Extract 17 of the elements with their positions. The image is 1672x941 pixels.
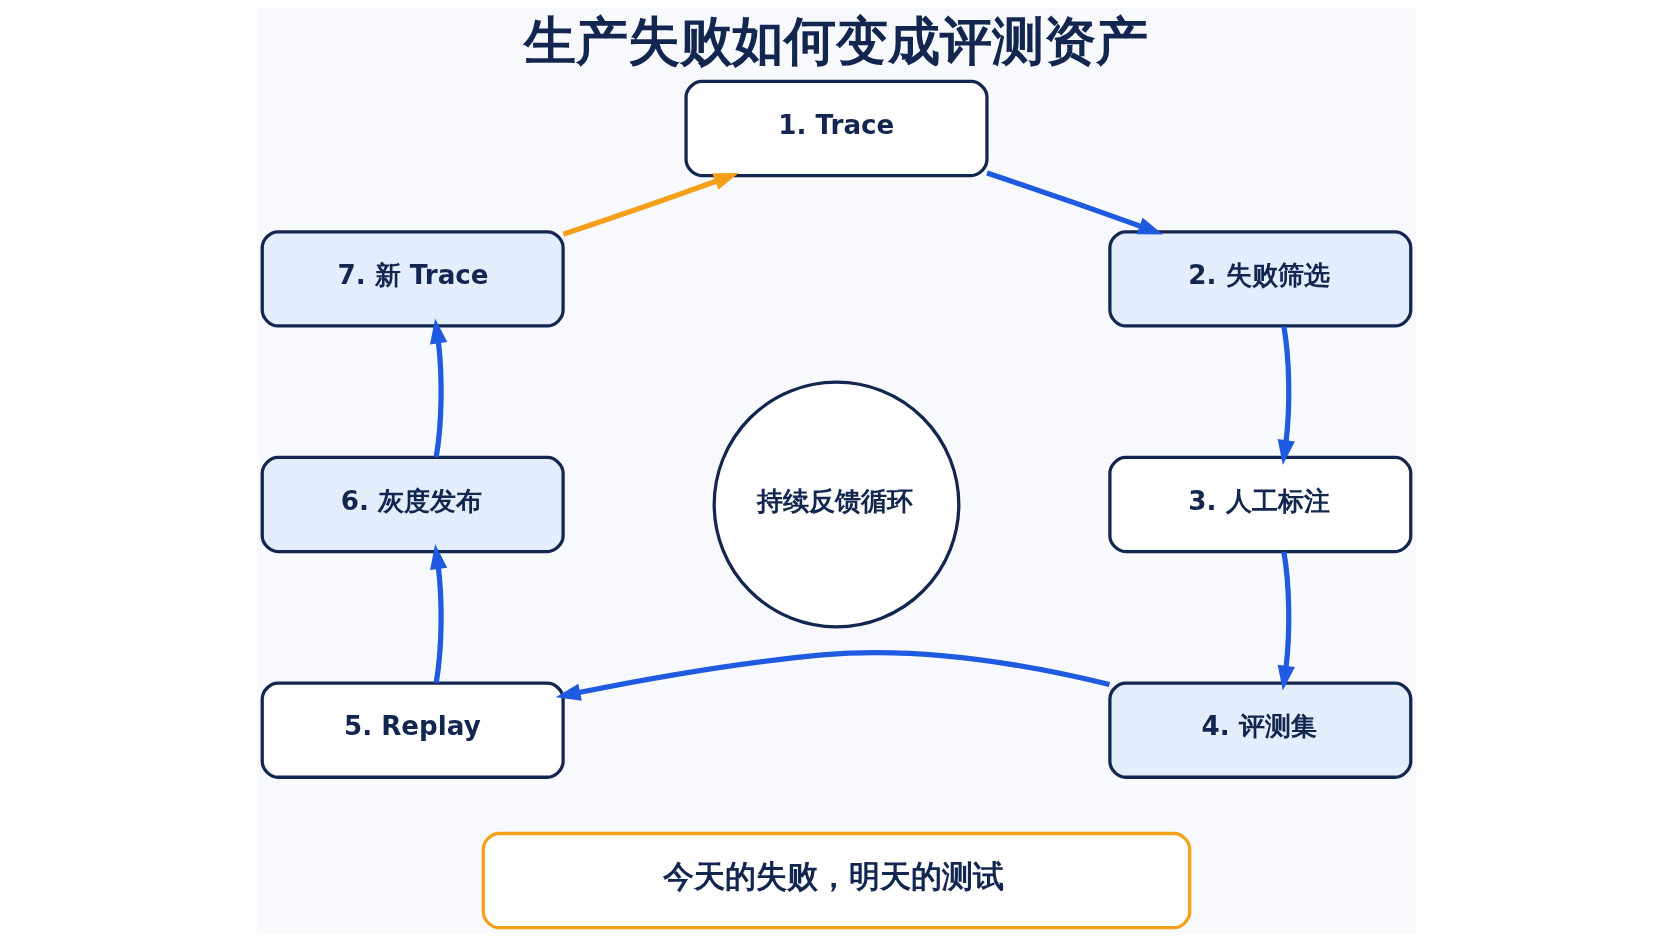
node-box: 4. 评测集 bbox=[1107, 681, 1412, 779]
node-box: 1. Trace bbox=[683, 79, 989, 178]
arrow bbox=[429, 544, 447, 684]
node-circle: 持续反馈循环 bbox=[712, 380, 960, 629]
arrow bbox=[1277, 551, 1295, 691]
diagram-title: 生产失败如何变成评测资产 bbox=[523, 10, 1148, 72]
node-box: 5. Replay bbox=[260, 681, 565, 779]
node-box: 今天的失败，明天的测试 bbox=[481, 831, 1191, 930]
arrow bbox=[562, 172, 739, 237]
arrow bbox=[1277, 326, 1295, 465]
node-box: 3. 人工标注 bbox=[1107, 455, 1412, 554]
arrow bbox=[555, 650, 1110, 701]
node-box: 7. 新 Trace bbox=[260, 230, 565, 328]
node-box: 6. 灰度发布 bbox=[260, 455, 565, 554]
node-box: 2. 失败筛选 bbox=[1107, 230, 1412, 328]
arrow bbox=[985, 170, 1163, 235]
arrow bbox=[429, 318, 447, 458]
